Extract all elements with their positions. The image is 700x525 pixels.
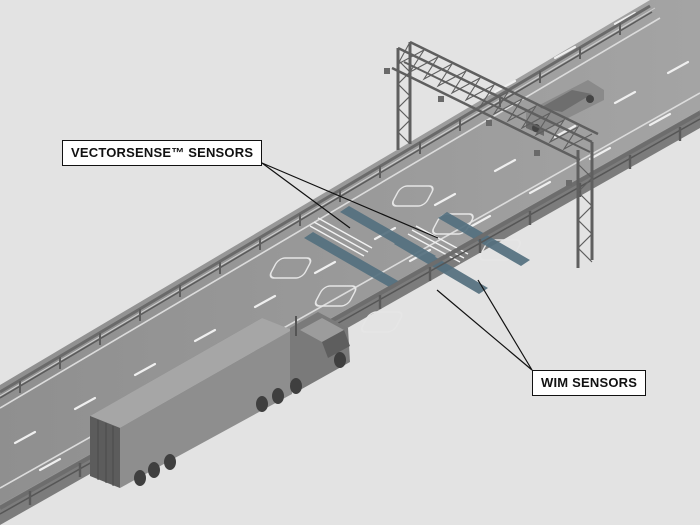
semi-truck [90,312,350,488]
car [526,80,604,136]
sensor-squares [269,185,521,333]
vectorsense-sensors-label: VECTORSENSE™ SENSORS [62,140,263,166]
shoulder-line [0,7,656,397]
overhead-gantry [384,40,599,268]
leader-wim-2 [477,279,533,371]
leader-vectorsense-2 [261,162,439,239]
leader-vectorsense-1 [261,162,351,229]
wim-sensors-label: WIM SENSORS [532,370,647,396]
leader-wim-1 [436,289,533,371]
leader-lines [261,162,533,371]
